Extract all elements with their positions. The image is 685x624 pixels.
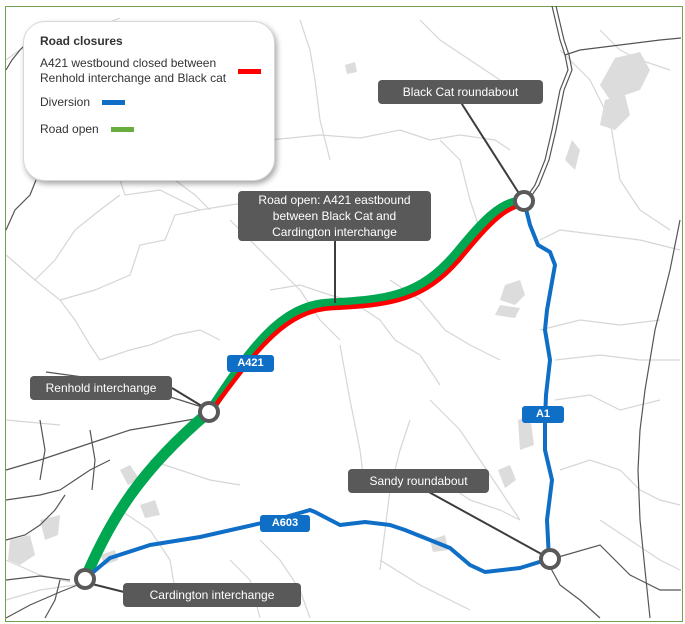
a421-closed-westbound[interactable] [207,202,525,416]
callout-sandy-roundabout[interactable]: Sandy roundabout [348,469,489,493]
legend-panel: Road closures A421 westbound closed betw… [23,21,275,181]
callout-leaders [91,100,546,593]
red-line-swatch-icon [238,68,262,74]
callout-road-open-line2: between Black Cat and [272,209,397,223]
black-cat-roundabout-node[interactable] [513,190,535,212]
callout-cardington-interchange[interactable]: Cardington interchange [123,583,301,607]
callout-road-open-line1: Road open: A421 eastbound [258,193,411,207]
diversion-route[interactable] [83,200,557,581]
a421-dual-carriageway-open[interactable] [79,407,213,582]
legend-item-closed: A421 westbound closed between Renhold in… [40,56,262,86]
legend-closed-label: A421 westbound closed between Renhold in… [40,56,226,86]
a421-road-shield: A421 [227,355,274,372]
legend-title: Road closures [40,34,123,48]
callout-road-open-a421[interactable]: Road open: A421 eastbound between Black … [238,191,431,241]
legend-closed-line1: A421 westbound closed between [40,56,217,70]
callout-road-open-line3: Cardington interchange [272,225,397,239]
legend-closed-line2: Renhold interchange and Black cat [40,71,227,85]
cardington-interchange-node[interactable] [74,568,96,590]
legend-item-road-open: Road open [40,122,134,137]
legend-item-diversion: Diversion [40,95,126,110]
callout-black-cat-roundabout[interactable]: Black Cat roundabout [378,80,543,104]
renhold-interchange-node[interactable] [198,401,220,423]
sandy-roundabout-node[interactable] [539,548,561,570]
a603-road-shield: A603 [260,515,310,532]
legend-road-open-label: Road open [40,122,99,136]
green-line-swatch-icon [110,127,134,132]
callout-renhold-interchange[interactable]: Renhold interchange [30,376,172,400]
junction-nodes [74,190,561,590]
legend-diversion-label: Diversion [40,95,91,109]
urban-areas [8,52,650,565]
a1-road-shield: A1 [522,406,564,423]
blue-line-swatch-icon [102,100,126,105]
